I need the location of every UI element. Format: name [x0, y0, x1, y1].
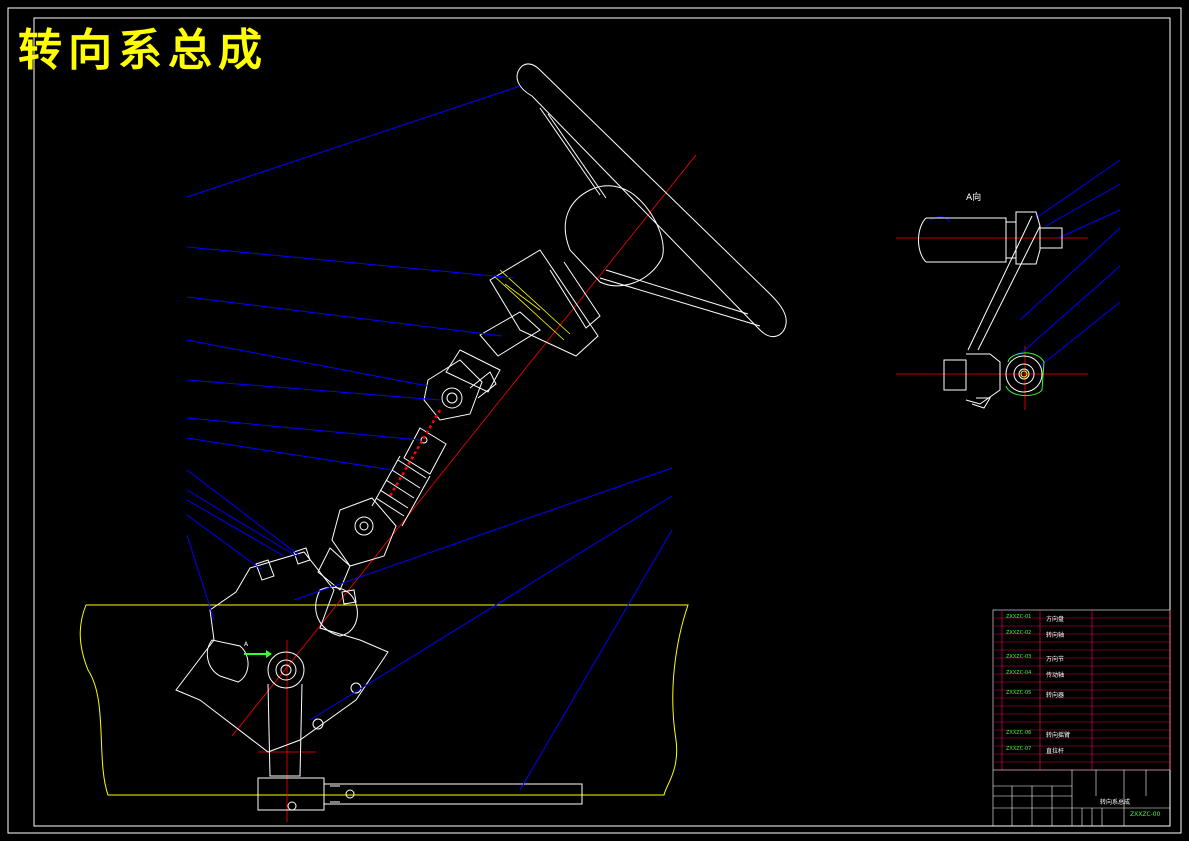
- part-code-4: ZXXZC-04: [1006, 670, 1032, 676]
- detail-view-label: A向: [966, 193, 982, 203]
- part-code-3: ZXXZC-03: [1006, 654, 1032, 660]
- upper-universal-joint: [423, 359, 497, 421]
- part-code-5: ZXXZC-05: [1006, 690, 1032, 696]
- title-block-lower: [993, 769, 1170, 826]
- shaft-hatch: [388, 409, 442, 497]
- detail-ball-nut: [1020, 370, 1028, 378]
- steering-gear-box: [175, 547, 389, 753]
- detail-view-a: [918, 211, 1063, 409]
- column-bracket: [493, 269, 571, 341]
- part-code-7: ZXXZC-07: [1006, 746, 1032, 752]
- leader-lines: [186, 85, 1121, 791]
- part-name-7: 直拉杆: [1046, 748, 1065, 755]
- title-block-drawing-code: ZXXZC-00: [1130, 811, 1161, 818]
- direction-arrowhead: [266, 650, 272, 658]
- pitman-arm: [267, 683, 303, 777]
- drag-link: [257, 777, 583, 811]
- title-block-rows: [993, 617, 1170, 771]
- part-name-5: 转向器: [1046, 692, 1065, 699]
- intermediate-shaft: [371, 427, 447, 527]
- inner-border: [33, 17, 1171, 827]
- lower-universal-joint: [317, 497, 397, 591]
- part-name-4: 传动轴: [1046, 672, 1065, 679]
- part-code-6: ZXXZC-06: [1006, 730, 1032, 736]
- detail-ball-socket: [1005, 352, 1045, 396]
- steering-wheel: [516, 63, 787, 338]
- part-code-1: ZXXZC-01: [1006, 614, 1032, 620]
- part-code-2: ZXXZC-02: [1006, 630, 1032, 636]
- part-name-1: 方向盘: [1046, 616, 1065, 623]
- title-block-drawing-name: 转向系总成: [1100, 799, 1131, 806]
- outer-border: [7, 7, 1182, 834]
- vehicle-frame-outline: [79, 604, 689, 796]
- steering-centerline: [231, 154, 697, 737]
- steering-column: [445, 249, 601, 393]
- part-name-6: 转向摇臂: [1046, 732, 1071, 739]
- direction-label: A: [244, 641, 249, 648]
- drawing-title: 转向系总成: [18, 25, 268, 76]
- part-name-2: 转向轴: [1046, 632, 1065, 639]
- part-name-3: 万向节: [1046, 656, 1065, 663]
- title-block-grid: [992, 609, 1171, 827]
